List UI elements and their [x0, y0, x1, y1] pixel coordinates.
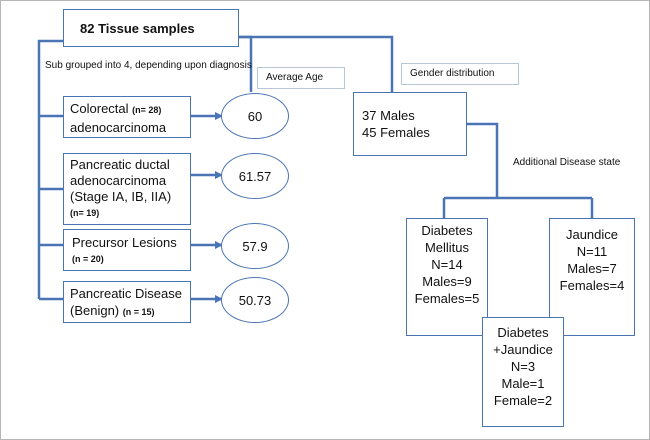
subgroup-note-line1: Sub grouped into 4, depending upon [45, 60, 207, 71]
gender-males: 37 Males [362, 108, 415, 123]
diabetes-jaundice-box: Diabetes +Jaundice N=3 Male=1 Female=2 [482, 317, 564, 427]
age-benign: 50.73 [238, 292, 272, 308]
jaundice-line3: Males=7 [567, 261, 617, 276]
diabetes-box: Diabetes Mellitus N=14 Males=9 Females=5 [406, 218, 488, 336]
additional-line1: Additional Disease [513, 157, 596, 168]
gender-distribution-text: Gender distribution [410, 68, 495, 79]
age-ellipse-benign: 50.73 [221, 277, 289, 323]
diabetes-line1: Diabetes [421, 223, 473, 238]
root-label: 82 Tissue samples [80, 21, 195, 36]
group-pdac-name1: Pancreatic ductal [70, 157, 170, 172]
group-pdac-name2: adenocarcinoma [70, 173, 167, 188]
age-ellipse-colorectal: 60 [221, 93, 289, 139]
group-colorectal: Colorectal (n= 28) adenocarcinoma [63, 96, 191, 138]
group-pdac-name3: (Stage IA, IB, IIA) [70, 189, 172, 204]
group-pdac: Pancreatic ductal adenocarcinoma (Stage … [63, 153, 191, 225]
gender-distribution-label: Gender distribution [401, 63, 519, 85]
group-precursor-name: Precursor Lesions [72, 235, 177, 250]
combined-line3: N=3 [510, 359, 536, 374]
subgroup-note: Sub grouped into 4, depending upon diagn… [45, 59, 252, 72]
group-benign-name2: (Benign) [70, 303, 120, 318]
group-benign-n: (n = 15) [122, 307, 155, 317]
diabetes-line3: N=14 [431, 257, 463, 272]
group-pdac-n: (n= 19) [70, 208, 100, 218]
average-age-label: Average Age [257, 67, 345, 89]
group-colorectal-name: Colorectal [70, 101, 129, 116]
root-to-gender [239, 35, 394, 92]
trunk-line [37, 39, 63, 299]
jaundice-line4: Females=4 [559, 278, 625, 293]
group-colorectal-n: (n= 28) [132, 105, 162, 115]
group-precursor: Precursor Lesions (n = 20) [63, 229, 191, 271]
group-colorectal-name2: adenocarcinoma [70, 120, 167, 135]
combined-line5: Female=2 [493, 393, 553, 408]
root-box: 82 Tissue samples [63, 9, 239, 47]
jaundice-box: Jaundice N=11 Males=7 Females=4 [549, 218, 635, 336]
jaundice-line2: N=11 [576, 244, 608, 259]
age-colorectal: 60 [247, 108, 263, 124]
gender-box: 37 Males 45 Females [353, 92, 467, 156]
gender-to-additional [467, 122, 499, 198]
diabetes-line4: Males=9 [422, 274, 472, 289]
group-precursor-n: (n = 20) [72, 254, 104, 264]
age-ellipse-precursor: 57.9 [221, 223, 289, 269]
subgroup-note-line2: diagnosis [209, 60, 252, 71]
average-age-text: Average Age [266, 72, 324, 83]
combined-line2: +Jaundice [493, 342, 553, 357]
group-benign: Pancreatic Disease (Benign) (n = 15) [63, 281, 191, 323]
gender-females: 45 Females [362, 125, 430, 140]
age-pdac: 61.57 [238, 168, 272, 184]
combined-line4: Male=1 [501, 376, 545, 391]
diabetes-line2: Mellitus [424, 240, 470, 255]
additional-line2: state [598, 157, 621, 168]
age-precursor: 57.9 [242, 238, 268, 254]
additional-disease-label: Additional Disease state [513, 156, 620, 169]
jaundice-line1: Jaundice [565, 227, 619, 242]
combined-line1: Diabetes [497, 325, 549, 340]
diabetes-line5: Females=5 [414, 291, 480, 306]
age-ellipse-pdac: 61.57 [221, 153, 289, 199]
group-benign-name1: Pancreatic Disease [70, 286, 182, 301]
